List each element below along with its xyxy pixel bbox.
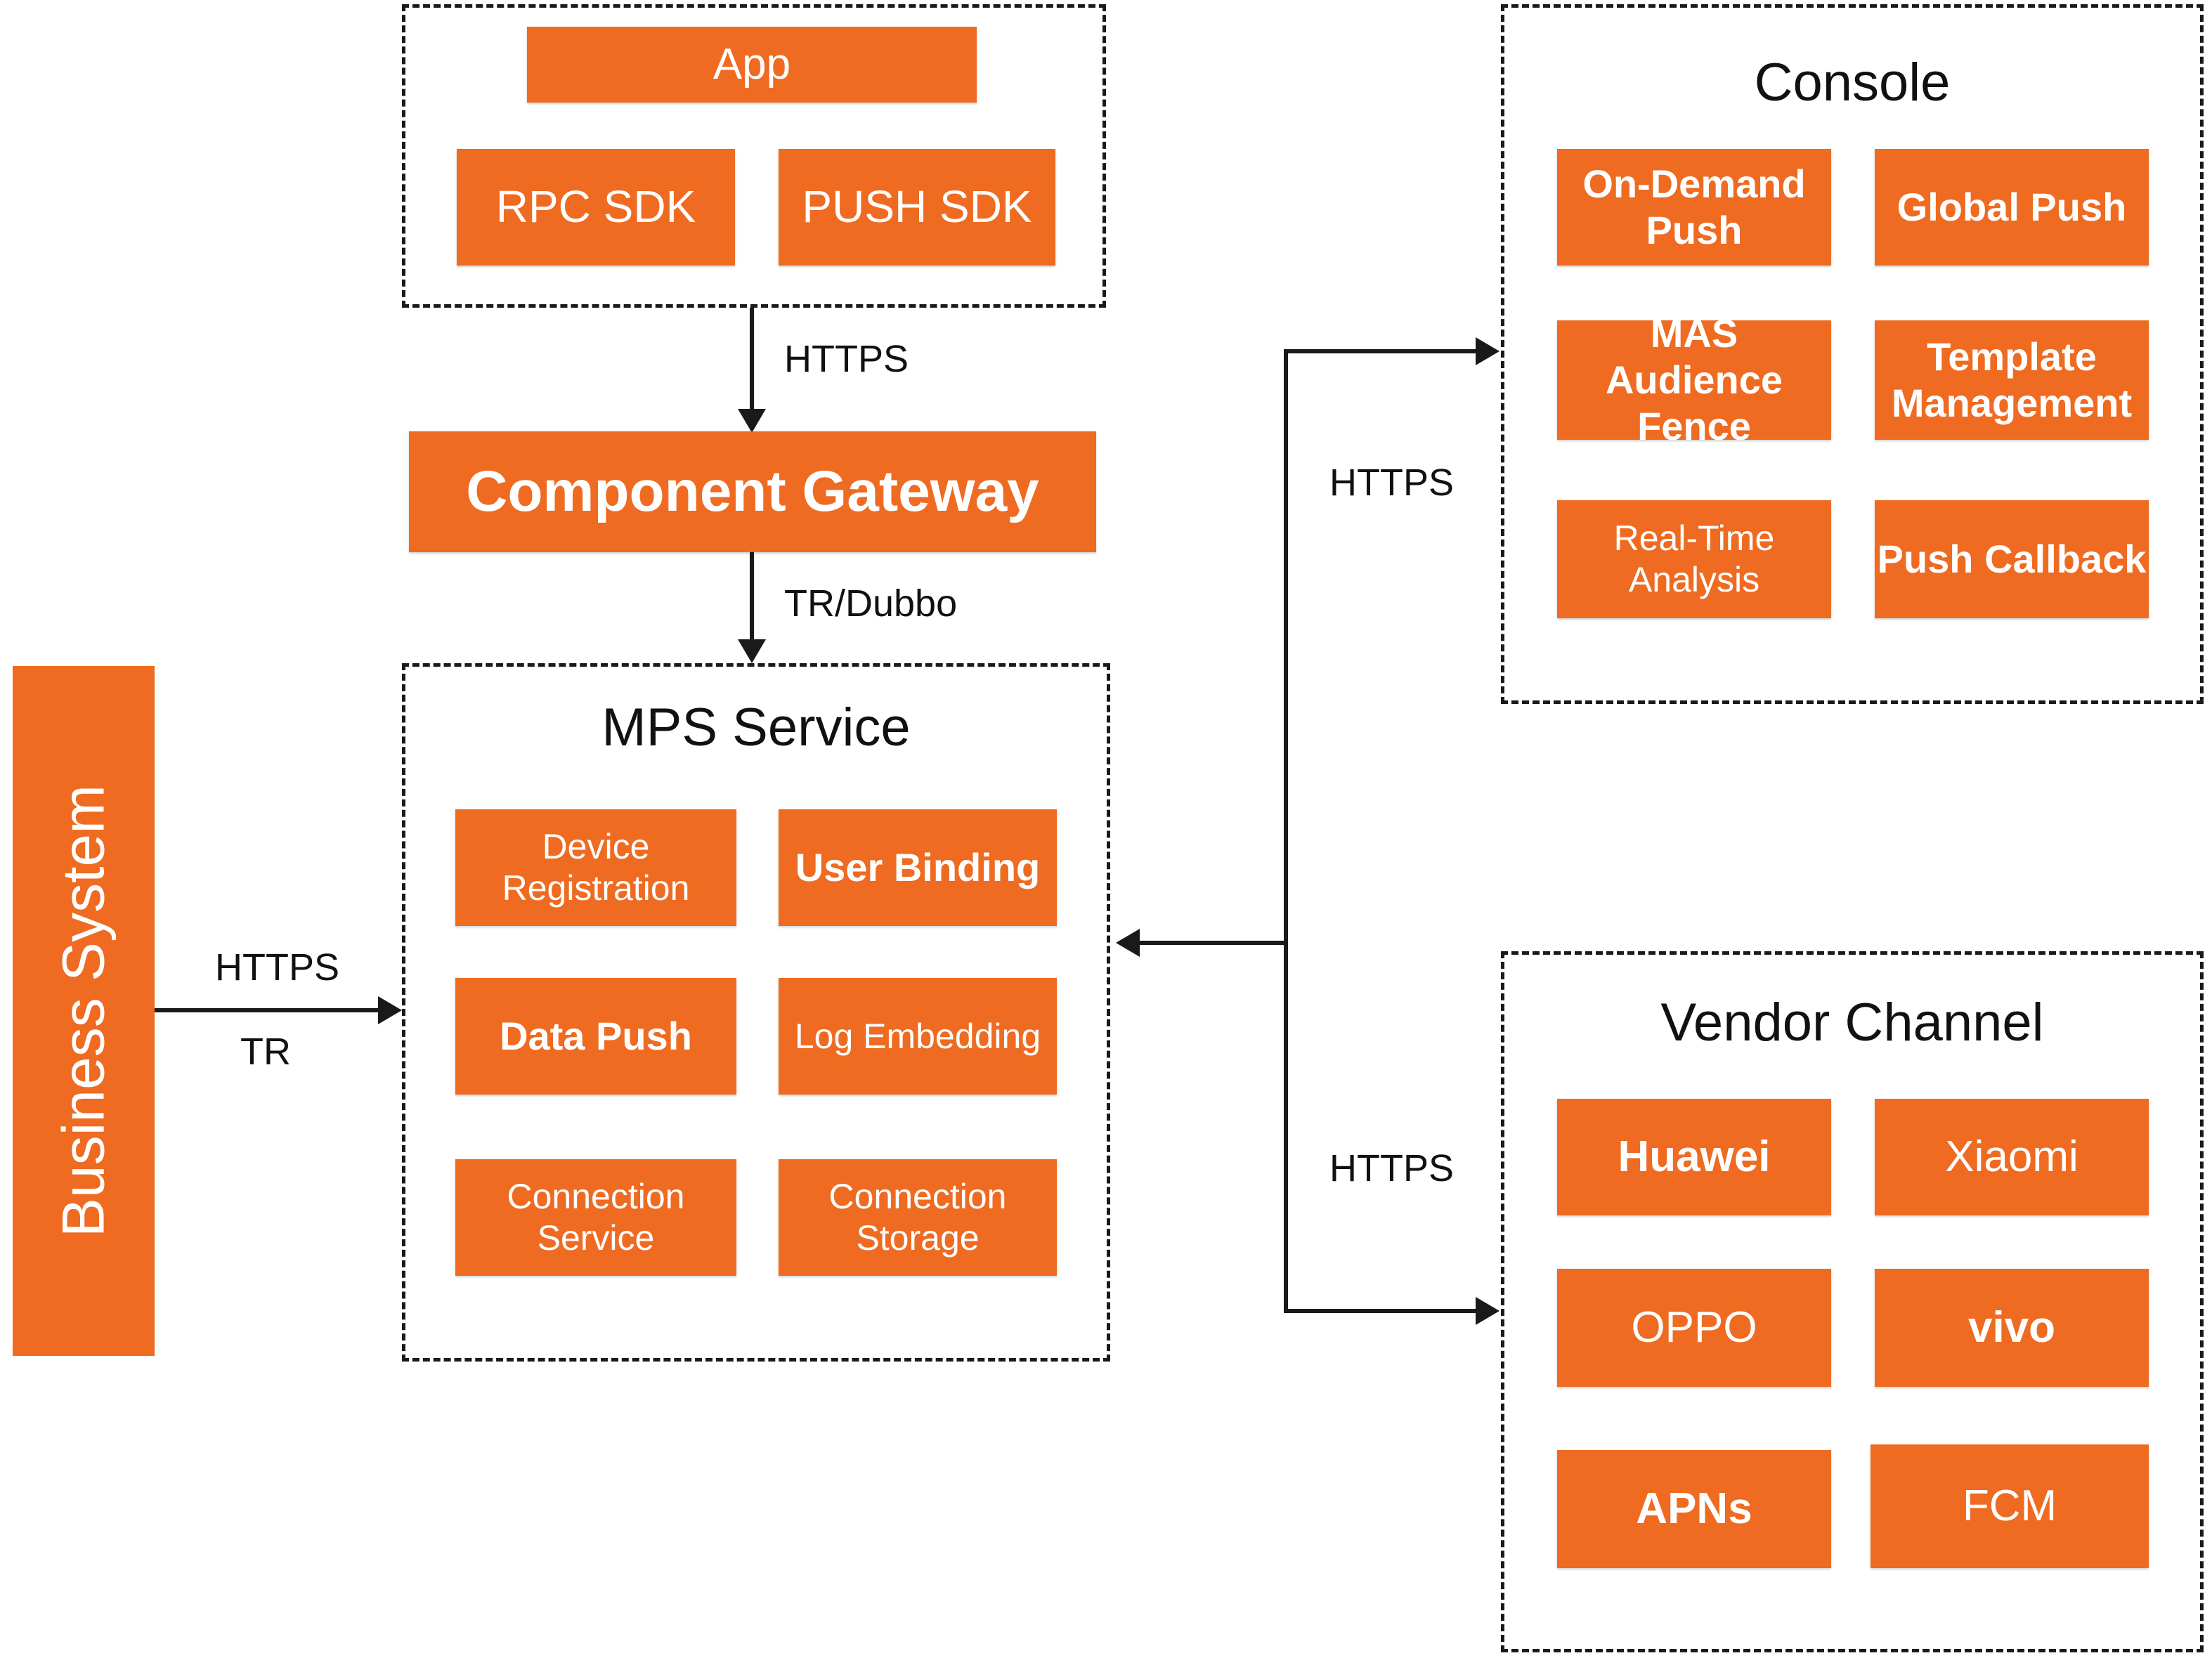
mps-item-connection-service: Connection Service [455, 1159, 736, 1276]
arrowhead-trunk-to-mps [1116, 929, 1140, 957]
mps-service-title: MPS Service [601, 698, 911, 757]
console-item-global-push: Global Push [1875, 149, 2149, 266]
client-group [402, 4, 1106, 308]
business-system-label: Business System [50, 784, 117, 1238]
mps-item-user-binding: User Binding [779, 809, 1057, 926]
rpc-sdk-box: RPC SDK [457, 149, 735, 266]
arrowhead-gateway-to-mps [738, 639, 766, 663]
mps-item-device-registration: Device Registration [455, 809, 736, 926]
vendor-item-huawei: Huawei [1557, 1099, 1831, 1215]
mps-item-data-push: Data Push [455, 978, 736, 1095]
console-item-on-demand-push: On-Demand Push [1557, 149, 1831, 266]
label-vendor-protocol: HTTPS [1329, 1147, 1455, 1189]
mps-item-log-embedding: Log Embedding [779, 978, 1057, 1095]
console-item-template-management: Template Management [1875, 320, 2149, 440]
app-box: App [527, 27, 977, 103]
vendor-item-xiaomi: Xiaomi [1875, 1099, 2149, 1215]
console-item-mas-audience-fence: MAS Audience Fence [1557, 311, 1831, 448]
mps-item-connection-storage: Connection Storage [779, 1159, 1057, 1276]
label-business-https: HTTPS [215, 946, 340, 988]
console-title: Console [1754, 53, 1951, 112]
arrowhead-trunk-to-vendor [1476, 1297, 1499, 1325]
vendor-item-vivo: vivo [1875, 1269, 2149, 1387]
vendor-channel-title: Vendor Channel [1660, 993, 2044, 1052]
label-console-protocol: HTTPS [1329, 462, 1455, 504]
arrowhead-business-to-mps [378, 996, 402, 1024]
console-item-real-time-analysis: Real-Time Analysis [1557, 500, 1831, 618]
business-system-box: Business System [13, 666, 155, 1356]
vendor-item-oppo: OPPO [1557, 1269, 1831, 1387]
component-gateway-box: Component Gateway [409, 431, 1096, 552]
label-business-tr: TR [240, 1031, 291, 1073]
console-group [1501, 4, 2204, 704]
console-item-push-callback: Push Callback [1875, 500, 2149, 618]
vendor-item-fcm: FCM [1871, 1444, 2149, 1568]
mps-service-group [402, 663, 1110, 1362]
label-app-gateway-protocol: HTTPS [784, 338, 909, 380]
vendor-item-apns: APNs [1557, 1450, 1831, 1568]
vendor-channel-group [1501, 951, 2204, 1652]
label-gateway-mps-protocol: TR/Dubbo [784, 582, 958, 625]
push-sdk-box: PUSH SDK [779, 149, 1055, 266]
arrowhead-app-to-gateway [738, 409, 766, 433]
arrowhead-trunk-to-console [1476, 337, 1499, 365]
